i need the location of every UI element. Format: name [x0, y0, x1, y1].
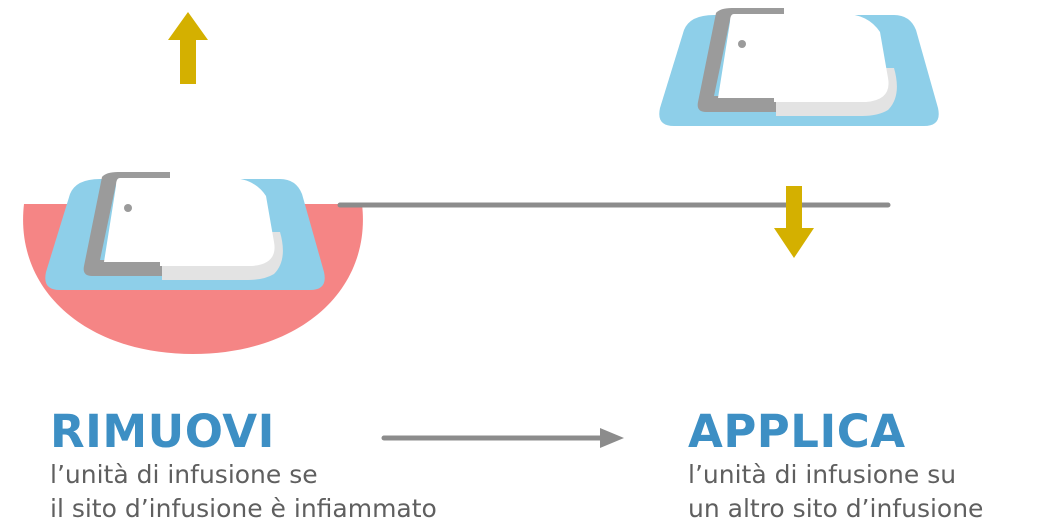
apply-description-line: un altro sito d’infusione: [688, 494, 984, 523]
apply-description-line: l’unità di infusione su: [688, 460, 957, 489]
pod-gray-edge: [697, 8, 784, 112]
pod-gray-edge: [83, 172, 170, 276]
pod-dot: [738, 40, 746, 48]
infusion-pod-icon: [659, 8, 939, 126]
arrow-right-icon: [381, 428, 624, 448]
pod-body: [718, 14, 889, 102]
arrow-up-icon: [168, 12, 208, 84]
remove-description-line: l’unità di infusione se: [50, 460, 318, 489]
remove-step-title: RIMUOVI: [50, 405, 275, 458]
apply-step-description: l’unità di infusione su un altro sito d’…: [688, 458, 983, 526]
apply-step-title: APPLICA: [688, 405, 906, 458]
arrow-down-icon: [774, 186, 814, 258]
remove-step-description: l’unità di infusione se il sito d’infusi…: [50, 458, 437, 526]
pod-body: [104, 178, 275, 266]
pod-dot: [124, 204, 132, 212]
remove-description-line: il sito d’infusione è infiammato: [50, 494, 437, 523]
infusion-pod-icon: [45, 172, 325, 290]
